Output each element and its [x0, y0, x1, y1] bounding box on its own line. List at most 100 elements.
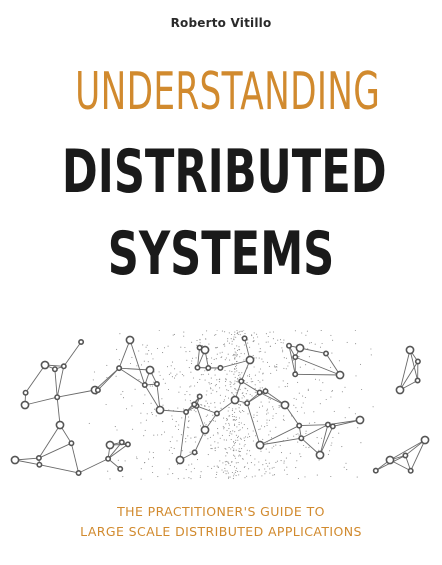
- network-texture-dot: [153, 408, 156, 410]
- network-texture-dot: [247, 433, 250, 435]
- network-node: [322, 350, 329, 357]
- network-texture-dot: [275, 461, 277, 463]
- network-texture-dot: [171, 436, 173, 438]
- network-texture-dot: [298, 434, 300, 436]
- network-texture-dot: [209, 387, 212, 389]
- network-node: [175, 455, 185, 465]
- network-texture-dot: [195, 411, 197, 413]
- network-texture-dot: [319, 346, 322, 348]
- network-texture-dot: [287, 383, 289, 385]
- network-texture-dot: [267, 465, 269, 467]
- network-edge: [56, 366, 65, 398]
- network-texture-dot: [268, 401, 270, 403]
- network-texture-dot: [173, 447, 175, 449]
- network-texture-dot: [242, 394, 244, 397]
- network-texture-dot: [214, 334, 216, 336]
- network-texture-dot: [92, 379, 94, 381]
- network-texture-dot: [185, 351, 187, 353]
- network-texture-dot: [144, 429, 146, 431]
- network-texture-dot: [282, 351, 284, 353]
- network-texture-dot: [266, 361, 269, 363]
- network-texture-dot: [186, 390, 188, 393]
- network-texture-dot: [199, 339, 201, 341]
- network-texture-dot: [275, 444, 277, 446]
- network-texture-dot: [241, 392, 243, 394]
- network-edge: [39, 464, 79, 474]
- network-edge: [389, 439, 426, 461]
- network-texture-dot: [307, 348, 309, 350]
- network-texture-dot: [301, 332, 303, 334]
- network-texture-dot: [161, 434, 163, 436]
- network-texture-dot: [252, 430, 254, 432]
- network-texture-dot: [272, 338, 274, 340]
- network-texture-dot: [280, 452, 283, 454]
- network-texture-dot: [169, 441, 171, 443]
- network-node: [245, 355, 255, 365]
- network-texture-dot: [187, 435, 189, 437]
- network-texture-dot: [239, 404, 241, 406]
- network-texture-dot: [183, 477, 185, 479]
- network-texture-dot: [230, 448, 232, 450]
- network-texture-dot: [258, 461, 260, 463]
- network-texture-dot: [223, 400, 225, 403]
- network-texture-dot: [298, 356, 300, 358]
- network-node: [191, 449, 198, 456]
- network-texture-dot: [209, 436, 211, 438]
- network-texture-dot: [221, 469, 223, 471]
- network-texture-dot: [188, 464, 190, 466]
- network-texture-dot: [232, 430, 234, 432]
- network-texture-dot: [208, 406, 210, 408]
- network-texture-dot: [234, 348, 236, 350]
- network-texture-dot: [228, 332, 230, 334]
- network-texture-dot: [278, 404, 280, 407]
- network-texture-dot: [256, 420, 258, 422]
- network-texture-dot: [204, 338, 207, 340]
- network-node: [329, 423, 336, 430]
- network-texture-dot: [261, 475, 263, 477]
- network-node: [230, 395, 240, 405]
- network-node: [405, 345, 415, 355]
- network-texture-dot: [239, 450, 241, 453]
- network-texture-dot: [283, 469, 286, 471]
- network-texture-dot: [314, 378, 317, 380]
- network-edge: [259, 437, 302, 446]
- network-texture-dot: [204, 370, 206, 372]
- network-texture-dot: [330, 334, 332, 336]
- network-texture-dot: [310, 342, 312, 344]
- network-texture-dot: [234, 380, 236, 382]
- network-texture-dot: [355, 343, 357, 345]
- network-node: [118, 439, 125, 446]
- network-texture-dot: [268, 451, 270, 453]
- network-texture-dot: [234, 354, 236, 356]
- network-texture-dot: [207, 414, 209, 416]
- network-texture-dot: [213, 416, 215, 418]
- network-texture-dot: [109, 478, 111, 480]
- network-texture-dot: [295, 467, 297, 469]
- network-texture-dot: [232, 355, 234, 357]
- network-edge: [246, 403, 261, 446]
- network-texture-dot: [247, 375, 249, 377]
- network-texture-dot: [210, 377, 212, 379]
- network-texture-dot: [235, 416, 237, 418]
- network-texture-dot: [292, 363, 294, 365]
- network-texture-dot: [232, 478, 234, 480]
- network-texture-dot: [217, 431, 219, 434]
- network-texture-dot: [285, 368, 287, 370]
- network-texture-dot: [238, 430, 240, 432]
- network-texture-dot: [268, 365, 270, 367]
- network-texture-dot: [233, 416, 235, 418]
- network-texture-dot: [153, 381, 155, 383]
- network-texture-dot: [210, 392, 212, 394]
- network-texture-dot: [268, 434, 270, 436]
- network-texture-dot: [330, 396, 332, 398]
- network-texture-dot: [225, 385, 227, 387]
- network-texture-dot: [235, 434, 237, 436]
- network-texture-dot: [303, 412, 305, 414]
- network-texture-dot: [318, 379, 320, 381]
- network-texture-dot: [269, 345, 272, 347]
- network-texture-dot: [307, 389, 309, 392]
- network-texture-dot: [231, 461, 233, 463]
- network-texture-dot: [173, 333, 176, 335]
- network-texture-dot: [250, 378, 252, 380]
- network-texture-dot: [271, 447, 273, 449]
